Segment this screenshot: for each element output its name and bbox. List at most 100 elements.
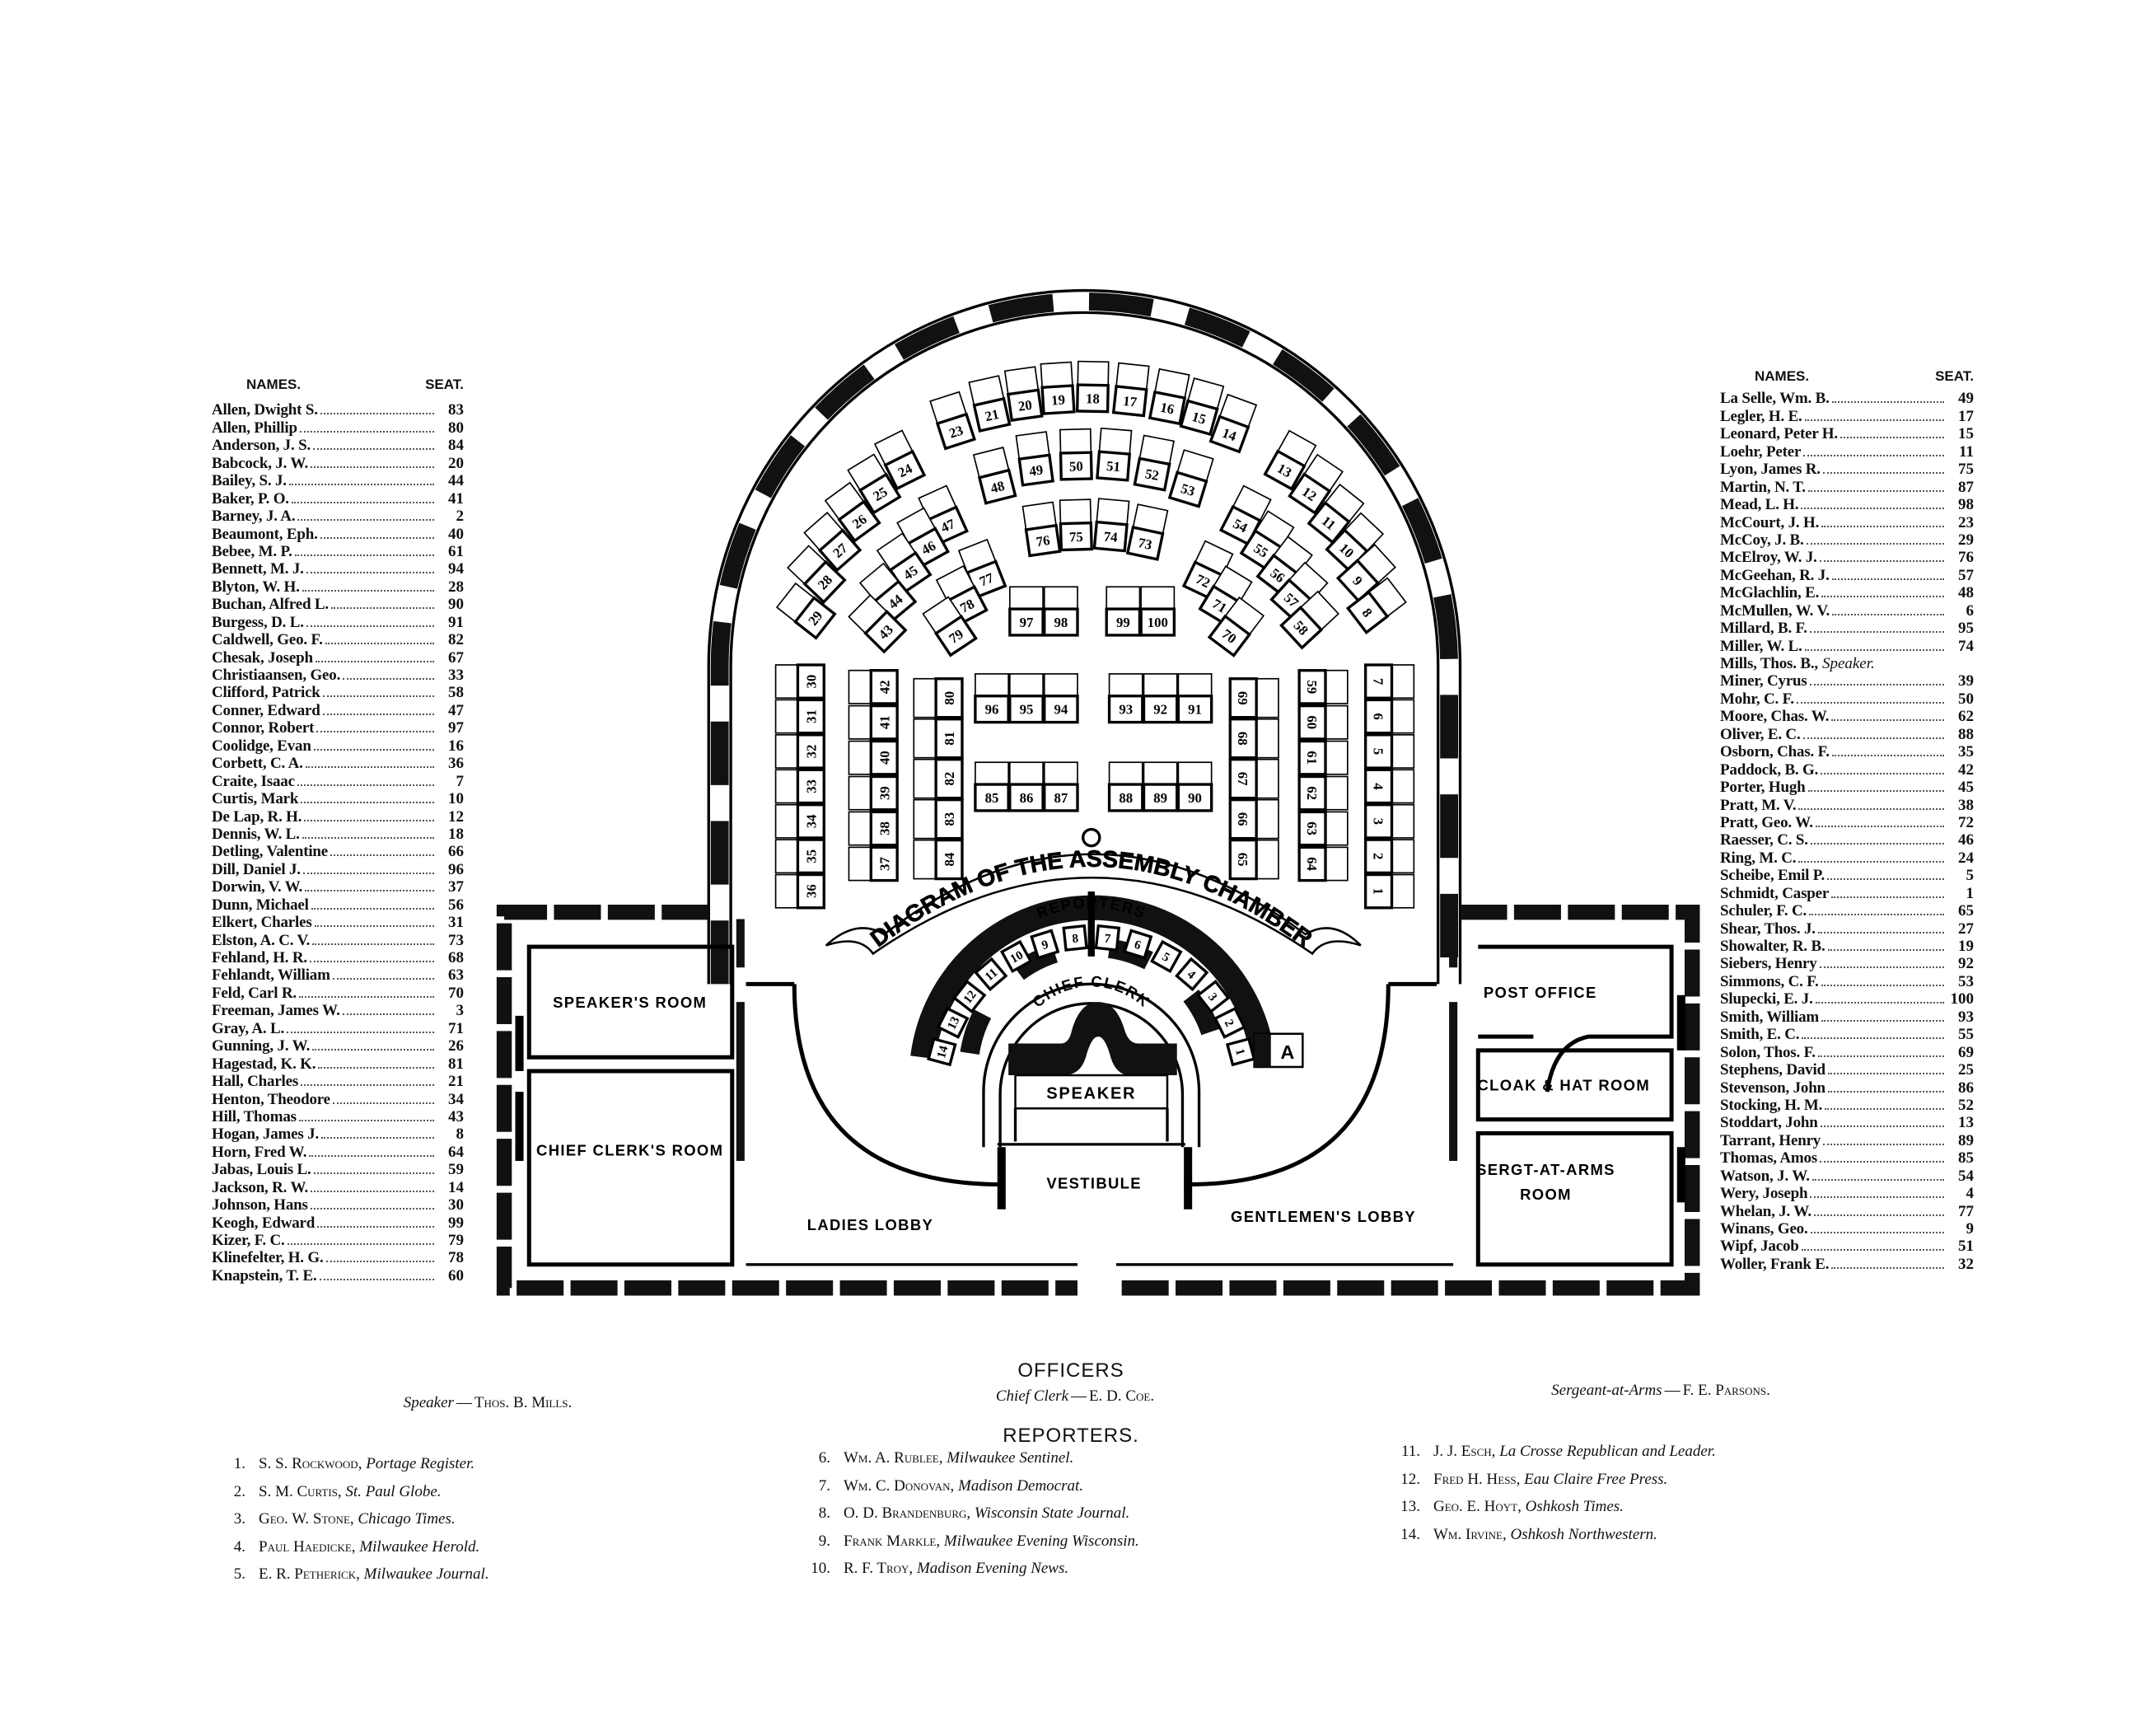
seat-99[interactable]: 99 <box>1105 586 1142 637</box>
seat-16[interactable]: 16 <box>1148 367 1190 426</box>
seat-98[interactable]: 98 <box>1043 586 1079 637</box>
seat-reporter-7[interactable]: 7 <box>1094 924 1121 952</box>
seat-85[interactable]: 85 <box>974 761 1010 812</box>
seat-1[interactable]: 1 <box>1363 873 1415 910</box>
seat-reporter-6[interactable]: 6 <box>1123 929 1153 960</box>
seat-66[interactable]: 66 <box>1228 798 1279 840</box>
seat-33[interactable]: 33 <box>774 768 825 805</box>
seat-91[interactable]: 91 <box>1176 673 1213 724</box>
seat-3[interactable]: 3 <box>1363 803 1415 840</box>
seat-31[interactable]: 31 <box>774 698 825 735</box>
seat-23[interactable]: 23 <box>929 391 976 451</box>
seat-67[interactable]: 67 <box>1228 758 1279 800</box>
seat-reporter-11[interactable]: 11 <box>974 957 1008 992</box>
seat-reporter-5[interactable]: 5 <box>1150 939 1183 974</box>
seat-75[interactable]: 75 <box>1059 498 1093 552</box>
seat-35[interactable]: 35 <box>774 838 825 875</box>
seat-34[interactable]: 34 <box>774 803 825 840</box>
seat-61[interactable]: 61 <box>1297 739 1349 776</box>
seat-11[interactable]: 11 <box>1307 483 1365 545</box>
seat-74[interactable]: 74 <box>1092 498 1130 553</box>
seat-97[interactable]: 97 <box>1008 586 1045 637</box>
seat-68[interactable]: 68 <box>1228 718 1279 760</box>
seat-58[interactable]: 58 <box>1279 590 1339 650</box>
seat-81[interactable]: 81 <box>913 718 964 760</box>
seat-95[interactable]: 95 <box>1008 673 1045 724</box>
seat-21[interactable]: 21 <box>968 375 1012 433</box>
seat-reporter-8[interactable]: 8 <box>1062 924 1088 952</box>
seat-reporter-13[interactable]: 13 <box>936 1006 970 1039</box>
seat-52[interactable]: 52 <box>1133 434 1175 492</box>
seat-17[interactable]: 17 <box>1111 362 1150 418</box>
seat-2[interactable]: 2 <box>1363 838 1415 875</box>
seat-reporter-10[interactable]: 10 <box>999 939 1033 974</box>
seat-82[interactable]: 82 <box>913 758 964 800</box>
seat-reporter-9[interactable]: 9 <box>1030 929 1060 960</box>
seat-60[interactable]: 60 <box>1297 704 1349 741</box>
seat-15[interactable]: 15 <box>1179 377 1225 437</box>
seat-62[interactable]: 62 <box>1297 774 1349 812</box>
seat-76[interactable]: 76 <box>1021 501 1062 558</box>
seat-12[interactable]: 12 <box>1288 453 1344 515</box>
seat-92[interactable]: 92 <box>1142 673 1179 724</box>
seat-37[interactable]: 37 <box>848 845 899 882</box>
seat-19[interactable]: 19 <box>1040 361 1076 415</box>
seat-30[interactable]: 30 <box>774 663 825 700</box>
seat-70[interactable]: 70 <box>1207 596 1265 657</box>
seat-9[interactable]: 9 <box>1335 543 1396 603</box>
seat-reporter-1[interactable]: 1 <box>1225 1036 1256 1067</box>
seat-69[interactable]: 69 <box>1228 677 1279 719</box>
seat-93[interactable]: 93 <box>1107 673 1144 724</box>
seat-51[interactable]: 51 <box>1096 427 1133 482</box>
seat-94[interactable]: 94 <box>1043 673 1079 724</box>
seat-84[interactable]: 84 <box>913 838 964 881</box>
seat-reporter-14[interactable]: 14 <box>927 1036 957 1067</box>
seat-reporter-2[interactable]: 2 <box>1213 1006 1246 1039</box>
seat-100[interactable]: 100 <box>1139 586 1176 637</box>
seat-7[interactable]: 7 <box>1363 663 1415 700</box>
seat-53[interactable]: 53 <box>1167 449 1214 508</box>
seat-39[interactable]: 39 <box>848 774 899 812</box>
seat-13[interactable]: 13 <box>1263 429 1317 491</box>
seat-14[interactable]: 14 <box>1208 393 1258 454</box>
seat-96[interactable]: 96 <box>974 673 1010 724</box>
seat-49[interactable]: 49 <box>1015 431 1054 487</box>
seat-86[interactable]: 86 <box>1008 761 1045 812</box>
seat-88[interactable]: 88 <box>1107 761 1144 812</box>
seat-6[interactable]: 6 <box>1363 698 1415 735</box>
seat-4[interactable]: 4 <box>1363 768 1415 805</box>
seat-83[interactable]: 83 <box>913 798 964 840</box>
seat-89[interactable]: 89 <box>1142 761 1179 812</box>
seat-40[interactable]: 40 <box>848 739 899 776</box>
seat-65[interactable]: 65 <box>1228 838 1279 881</box>
seat-77[interactable]: 77 <box>957 538 1007 599</box>
seat-41[interactable]: 41 <box>848 704 899 741</box>
seat-reporter-4[interactable]: 4 <box>1175 957 1209 992</box>
seat-54[interactable]: 54 <box>1218 484 1272 546</box>
seat-80[interactable]: 80 <box>913 677 964 719</box>
seat-18[interactable]: 18 <box>1075 360 1110 414</box>
seat-27[interactable]: 27 <box>803 512 862 573</box>
seat-48[interactable]: 48 <box>972 447 1017 505</box>
seat-87[interactable]: 87 <box>1043 761 1079 812</box>
seat-32[interactable]: 32 <box>774 733 825 770</box>
seat-24[interactable]: 24 <box>873 429 927 491</box>
seat-5[interactable]: 5 <box>1363 733 1415 770</box>
seat-20[interactable]: 20 <box>1003 366 1044 422</box>
seat-73[interactable]: 73 <box>1125 503 1169 561</box>
seat-79[interactable]: 79 <box>922 596 978 657</box>
seat-8[interactable]: 8 <box>1345 577 1407 634</box>
seat-64[interactable]: 64 <box>1297 845 1349 882</box>
seat-36[interactable]: 36 <box>774 873 825 910</box>
seat-38[interactable]: 38 <box>848 810 899 847</box>
seat-42[interactable]: 42 <box>848 669 899 705</box>
seat-25[interactable]: 25 <box>847 453 902 515</box>
seat-28[interactable]: 28 <box>787 545 847 605</box>
seat-50[interactable]: 50 <box>1059 428 1093 481</box>
seat-59[interactable]: 59 <box>1297 669 1349 705</box>
seat-63[interactable]: 63 <box>1297 810 1349 847</box>
seat-reporter-12[interactable]: 12 <box>952 980 987 1014</box>
seat-29[interactable]: 29 <box>775 582 837 640</box>
seat-43[interactable]: 43 <box>848 594 908 654</box>
seat-90[interactable]: 90 <box>1176 761 1213 812</box>
